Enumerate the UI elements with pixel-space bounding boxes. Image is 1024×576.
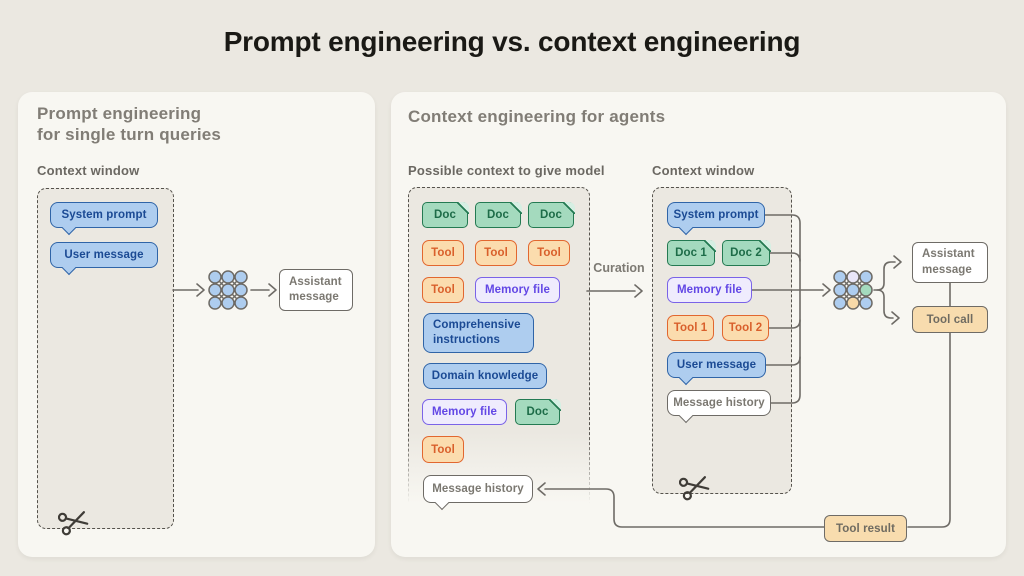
- system-prompt-node: System prompt: [667, 202, 765, 228]
- tool-1-node: Tool 1: [667, 315, 714, 341]
- doc-label: Doc: [539, 209, 563, 221]
- neural-network-icon: [208, 270, 248, 310]
- memory-file-node: Memory file: [475, 277, 560, 303]
- panel-heading: Prompt engineering for single turn queri…: [37, 104, 222, 145]
- user-message-label: User message: [64, 249, 144, 261]
- tool-call-node: Tool call: [912, 306, 988, 333]
- memory-file-label: Memory file: [484, 284, 550, 296]
- context-window-label: Context window: [652, 163, 755, 178]
- system-prompt-node: System prompt: [50, 202, 158, 228]
- tool-label: Tool: [431, 247, 455, 259]
- doc-node: Doc: [515, 398, 561, 425]
- curation-label: Curation: [593, 261, 645, 275]
- prompt-engineering-panel: Prompt engineering for single turn queri…: [18, 92, 375, 557]
- message-history-node: Message history: [667, 390, 771, 416]
- user-message-node: User message: [667, 352, 766, 378]
- message-history-node: Message history: [423, 475, 533, 503]
- assistant-message-label: Assistant message: [289, 275, 342, 303]
- doc-1-label: Doc 1: [675, 247, 707, 259]
- message-history-label: Message history: [673, 397, 765, 409]
- doc-label: Doc: [486, 209, 510, 221]
- tool-label: Tool: [484, 247, 508, 259]
- tool-result-label: Tool result: [835, 522, 896, 535]
- domain-knowledge-label: Domain knowledge: [431, 370, 539, 382]
- doc-2-label: Doc 2: [730, 247, 762, 259]
- user-message-node: User message: [50, 242, 158, 268]
- context-engineering-panel: Context engineering for agents Possible …: [391, 92, 1006, 557]
- comprehensive-instructions-node: Comprehensive instructions: [423, 313, 534, 353]
- tool-node: Tool: [528, 240, 570, 266]
- neural-network-icon: [833, 270, 873, 310]
- tool-node: Tool: [422, 240, 464, 266]
- memory-file-label: Memory file: [431, 406, 497, 418]
- comprehensive-instructions-label: Comprehensive instructions: [433, 318, 521, 346]
- possible-context-label: Possible context to give model: [408, 163, 605, 178]
- memory-file-label: Memory file: [676, 284, 742, 296]
- tool-2-label: Tool 2: [728, 322, 763, 334]
- memory-file-node: Memory file: [667, 277, 752, 303]
- tool-label: Tool: [537, 247, 561, 259]
- user-message-label: User message: [676, 359, 757, 371]
- message-history-label: Message history: [432, 483, 524, 495]
- doc-2-node: Doc 2: [722, 239, 771, 266]
- domain-knowledge-node: Domain knowledge: [423, 363, 547, 389]
- tool-result-node: Tool result: [824, 515, 907, 542]
- doc-node: Doc: [475, 201, 522, 228]
- panel-heading: Context engineering for agents: [408, 107, 666, 126]
- tool-node: Tool: [422, 277, 464, 303]
- assistant-message-node: Assistant message: [912, 242, 988, 283]
- tool-1-label: Tool 1: [673, 322, 708, 334]
- doc-node: Doc: [528, 201, 575, 228]
- doc-label: Doc: [433, 209, 457, 221]
- tool-label: Tool: [431, 443, 455, 456]
- assistant-message-label: Assistant message: [922, 248, 975, 276]
- doc-1-node: Doc 1: [667, 239, 716, 266]
- assistant-message-node: Assistant message: [279, 269, 353, 311]
- tool-label: Tool: [431, 284, 455, 296]
- doc-label: Doc: [526, 406, 549, 418]
- context-window-label: Context window: [37, 163, 140, 178]
- memory-file-node: Memory file: [422, 399, 507, 425]
- system-prompt-label: System prompt: [61, 209, 147, 221]
- tool-2-node: Tool 2: [722, 315, 769, 341]
- tool-call-label: Tool call: [926, 313, 974, 326]
- doc-node: Doc: [422, 201, 469, 228]
- tool-node: Tool: [422, 436, 464, 463]
- context-window-box: [37, 188, 174, 529]
- page-title: Prompt engineering vs. context engineeri…: [223, 26, 801, 57]
- system-prompt-label: System prompt: [673, 209, 759, 221]
- tool-node: Tool: [475, 240, 517, 266]
